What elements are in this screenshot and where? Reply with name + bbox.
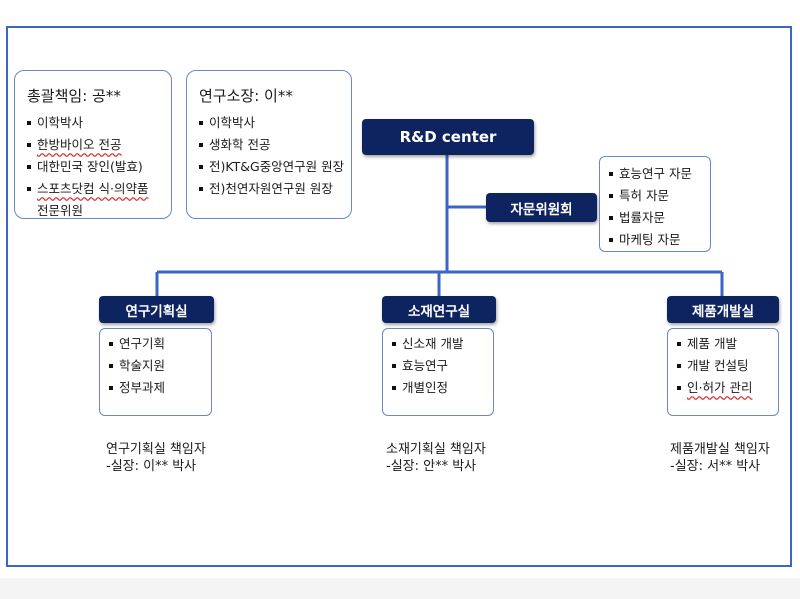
list-item: 개발 컨설팅 [677, 355, 778, 377]
director-title: 연구소장: 이** [199, 87, 293, 105]
list-item: 효능연구 [392, 355, 493, 377]
advisory-box: 효능연구 자문 특허 자문 법률자문 마케팅 자문 [599, 156, 711, 252]
general-manager-box: 총괄책임: 공** 이학박사 한방바이오 전공 대한민국 장인(발효) 스포츠닷… [14, 70, 172, 219]
dept-box-materials: 신소재 개발 효능연구 개별인정 [382, 328, 494, 416]
list-item: 이학박사 [27, 112, 171, 134]
dept-leader-materials: 소재기획실 책임자 -실장: 안** 박사 [386, 441, 486, 475]
list-item: 학술지원 [109, 355, 211, 377]
list-item: 제품 개발 [677, 333, 778, 355]
advisory-committee-node: 자문위원회 [486, 193, 597, 222]
list-item: 대한민국 장인(발효) [27, 156, 171, 178]
list-item: 법률자문 [609, 207, 710, 229]
director-box: 연구소장: 이** 이학박사 생화학 전공 전)KT&G중앙연구원 원장 전)천… [186, 70, 352, 219]
dept-box-planning: 연구기획 학술지원 정부과제 [99, 328, 212, 416]
list-item: 개별인정 [392, 377, 493, 399]
list-item: 연구기획 [109, 333, 211, 355]
general-manager-title: 총괄책임: 공** [27, 87, 121, 105]
list-item: 인·허가 관리 [677, 377, 778, 399]
dept-leader-name: -실장: 안** 박사 [386, 459, 477, 474]
dept-list-planning: 연구기획 학술지원 정부과제 [109, 333, 211, 399]
dept-leader-title: 연구기획실 책임자 [106, 442, 206, 457]
advisory-list: 효능연구 자문 특허 자문 법률자문 마케팅 자문 [609, 163, 710, 251]
rnd-center-node: R&D center [362, 119, 534, 155]
dept-leader-title: 제품개발실 책임자 [670, 442, 770, 457]
dept-node-planning: 연구기획실 [99, 296, 214, 323]
dept-leader-product: 제품개발실 책임자 -실장: 서** 박사 [670, 441, 770, 475]
director-list: 이학박사 생화학 전공 전)KT&G중앙연구원 원장 전)천연자원연구원 원장 [199, 112, 351, 200]
list-item: 이학박사 [199, 112, 351, 134]
list-item: 한방바이오 전공 [27, 134, 171, 156]
list-item: 특허 자문 [609, 185, 710, 207]
dept-box-product: 제품 개발 개발 컨설팅 인·허가 관리 [667, 328, 779, 416]
dept-leader-name: -실장: 이** 박사 [106, 459, 197, 474]
general-manager-list: 이학박사 한방바이오 전공 대한민국 장인(발효) 스포츠닷컴 식·의약품 [27, 112, 171, 200]
dept-list-product: 제품 개발 개발 컨설팅 인·허가 관리 [677, 333, 778, 399]
bottom-margin [0, 578, 800, 599]
list-item: 정부과제 [109, 377, 211, 399]
list-item: 생화학 전공 [199, 134, 351, 156]
dept-leader-title: 소재기획실 책임자 [386, 442, 486, 457]
dept-leader-name: -실장: 서** 박사 [670, 459, 761, 474]
dept-node-product: 제품개발실 [667, 296, 779, 323]
general-manager-continuation: 전문위원 [37, 203, 84, 218]
list-item: 마케팅 자문 [609, 229, 710, 251]
list-item: 스포츠닷컴 식·의약품 [27, 178, 171, 200]
list-item: 효능연구 자문 [609, 163, 710, 185]
dept-node-materials: 소재연구실 [382, 296, 496, 323]
list-item: 전)KT&G중앙연구원 원장 [199, 156, 351, 178]
list-item: 전)천연자원연구원 원장 [199, 178, 351, 200]
dept-leader-planning: 연구기획실 책임자 -실장: 이** 박사 [106, 441, 206, 475]
dept-list-materials: 신소재 개발 효능연구 개별인정 [392, 333, 493, 399]
list-item: 신소재 개발 [392, 333, 493, 355]
